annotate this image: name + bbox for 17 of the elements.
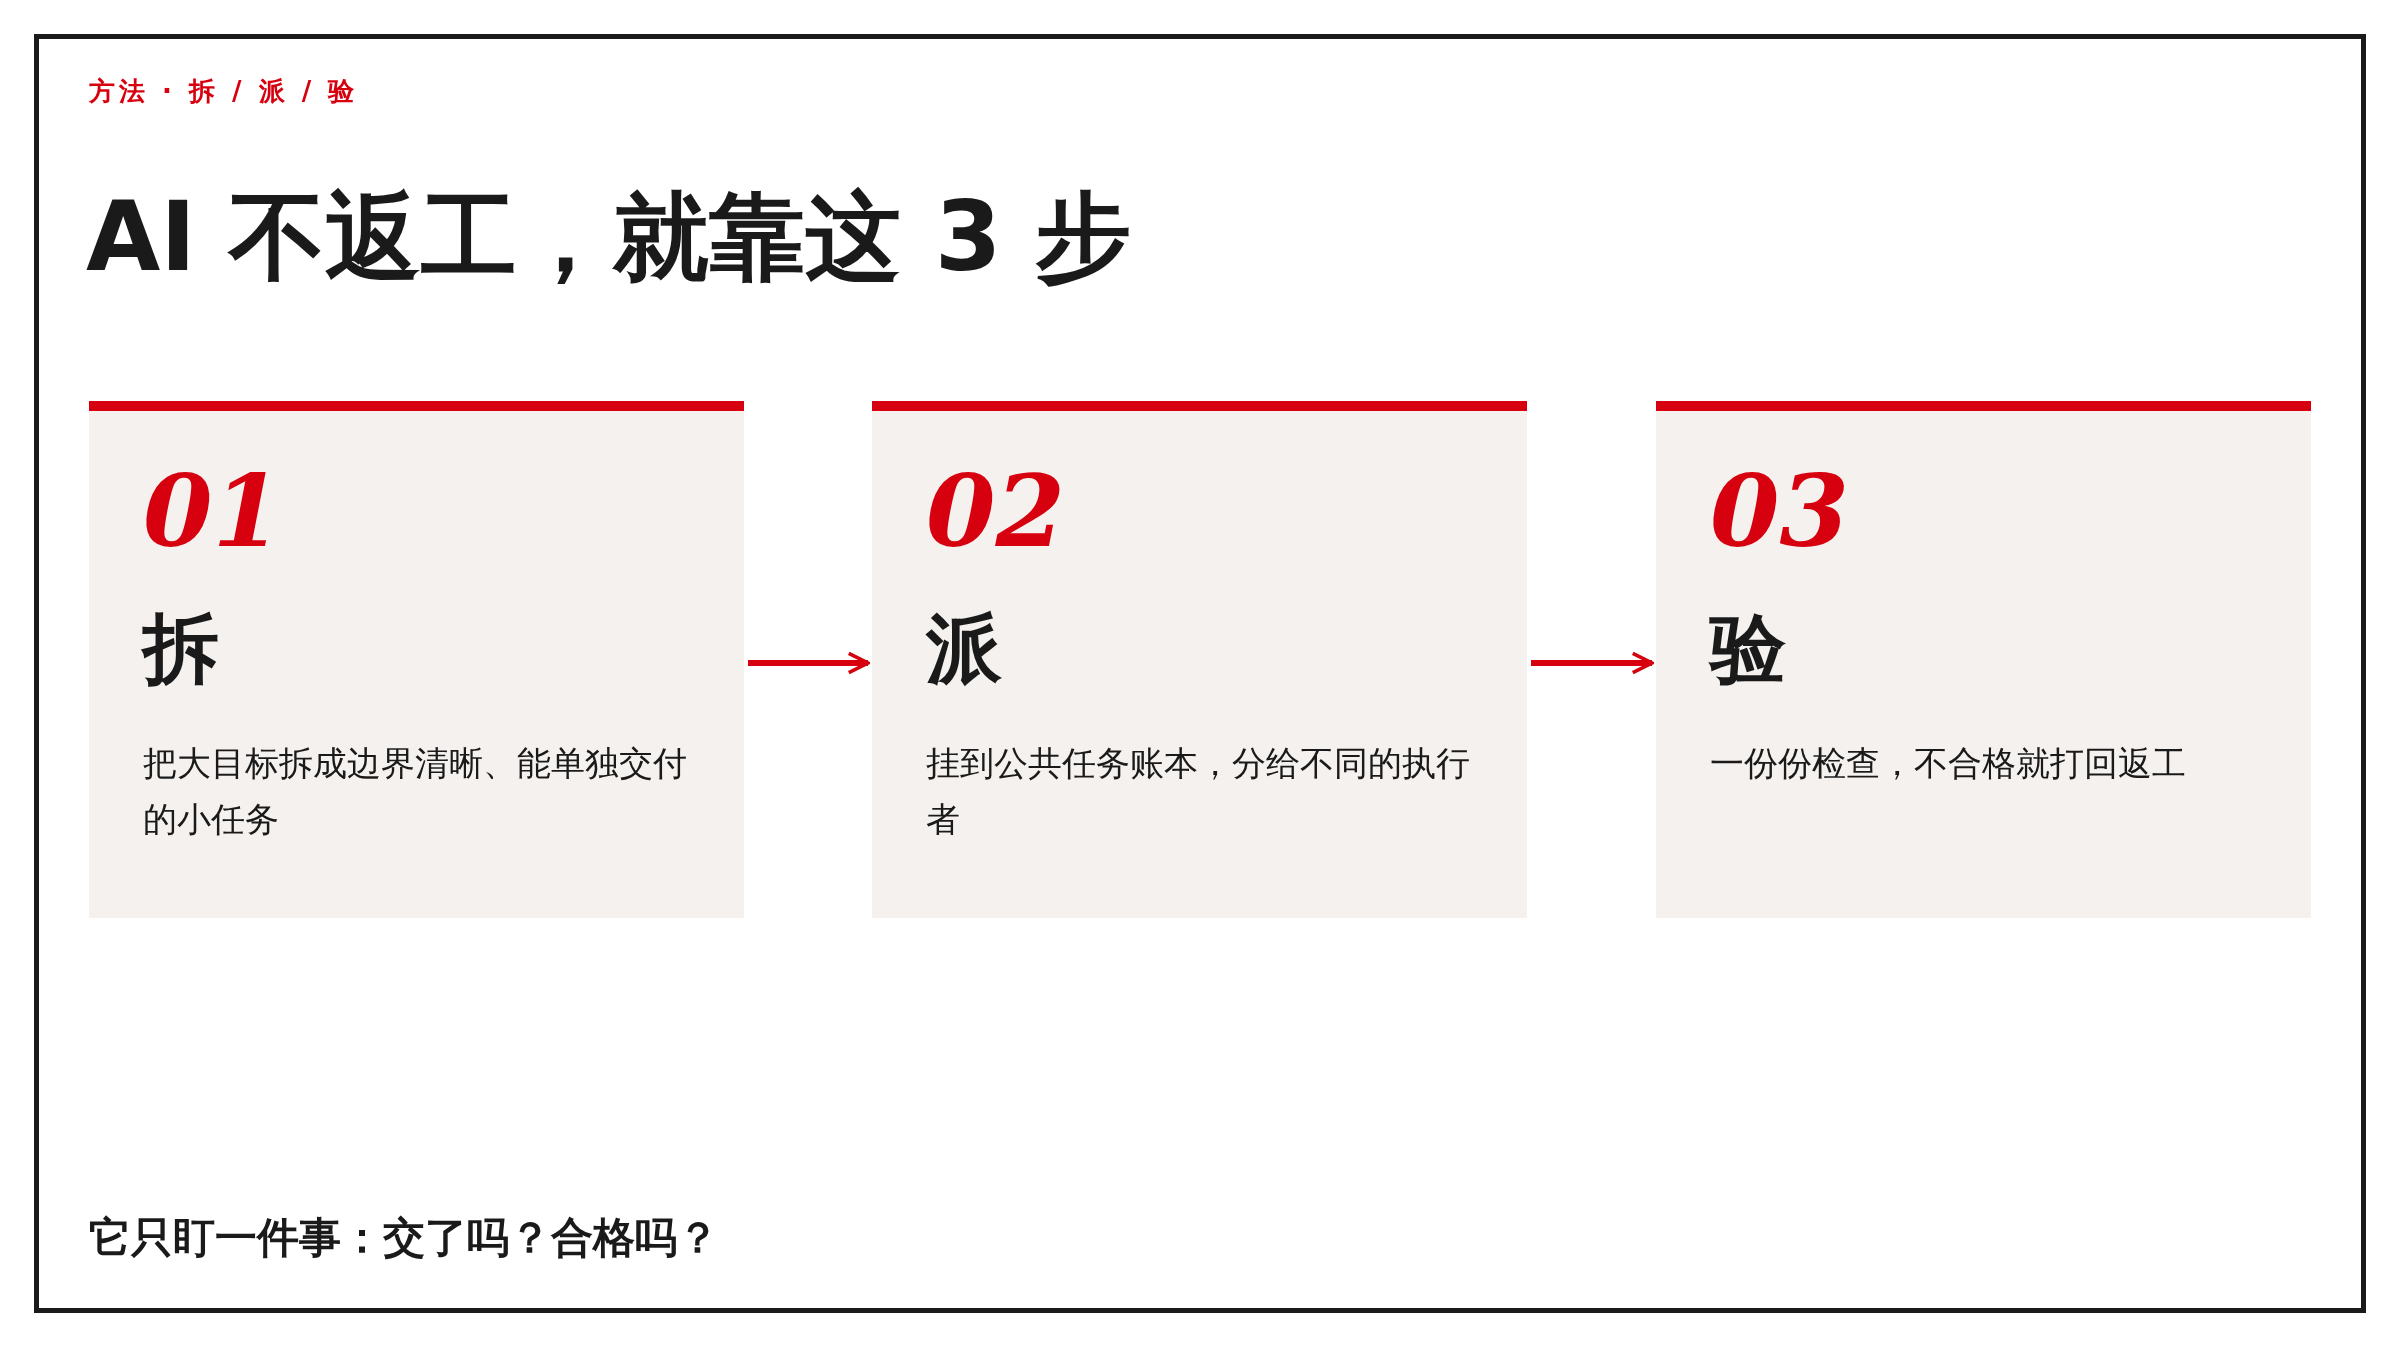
step-description: 挂到公共任务账本，分给不同的执行者 (926, 744, 1471, 840)
step-number: 01 (143, 461, 283, 561)
title: AI 不返工，就靠这 3 步 (86, 180, 1132, 295)
step-title: 派 (926, 611, 1002, 687)
step-number: 03 (1710, 461, 1850, 561)
section-label: 方法 · 拆 / 派 / 验 (89, 75, 359, 108)
step-description: 一份份检查，不合格就打回返工 (1710, 744, 2187, 784)
arrow (1531, 651, 1654, 675)
step-title: 验 (1710, 611, 1786, 687)
arrow (748, 651, 870, 675)
step-description: 把大目标拆成边界清晰、能单独交付的小任务 (143, 744, 688, 840)
step-card (89, 401, 744, 918)
step-card (1656, 401, 2311, 918)
step-number: 02 (926, 461, 1066, 561)
step-title: 拆 (143, 611, 219, 687)
step-card (872, 401, 1527, 918)
footer-note: 它只盯一件事：交了吗？合格吗？ (89, 1212, 719, 1264)
